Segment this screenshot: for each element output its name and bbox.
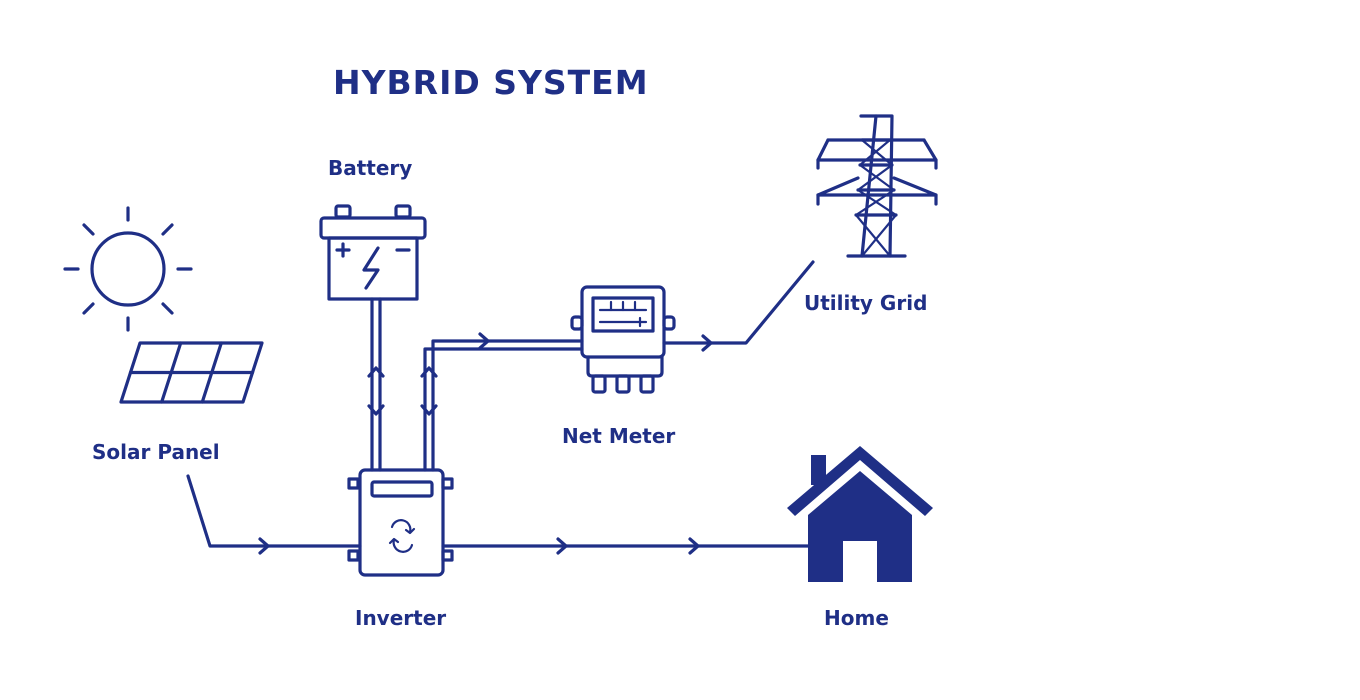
solar-to-inverter-line [186, 474, 362, 548]
arrow-up [367, 366, 385, 378]
inverter-label: Inverter [355, 606, 446, 630]
arrow-right [701, 334, 713, 352]
arrow-up [420, 366, 438, 378]
arrow-right [556, 537, 568, 555]
solar-panel-icon [119, 341, 264, 404]
flow-arrows [258, 332, 713, 555]
arrow-right [258, 537, 270, 555]
connection-lines [186, 260, 815, 548]
battery-icon [319, 204, 427, 301]
net-meter-icon [570, 285, 676, 394]
arrow-right [688, 537, 700, 555]
battery-label: Battery [328, 156, 412, 180]
arrow-down [367, 404, 385, 416]
inverter-to-meter-line-a [423, 347, 584, 472]
net-meter-label: Net Meter [562, 424, 675, 448]
utility-grid-label: Utility Grid [804, 291, 927, 315]
inverter-to-meter-line-b [431, 339, 584, 472]
transmission-tower-icon [816, 114, 938, 258]
inverter-icon [347, 468, 454, 577]
solar-panel-label: Solar Panel [92, 440, 220, 464]
arrow-right [478, 332, 490, 350]
arrow-down [420, 404, 438, 416]
meter-to-grid-line [662, 260, 815, 345]
diagram-title: HYBRID SYSTEM [333, 63, 649, 102]
house-icon [787, 446, 933, 582]
home-label: Home [824, 606, 889, 630]
sun-icon [63, 206, 193, 332]
